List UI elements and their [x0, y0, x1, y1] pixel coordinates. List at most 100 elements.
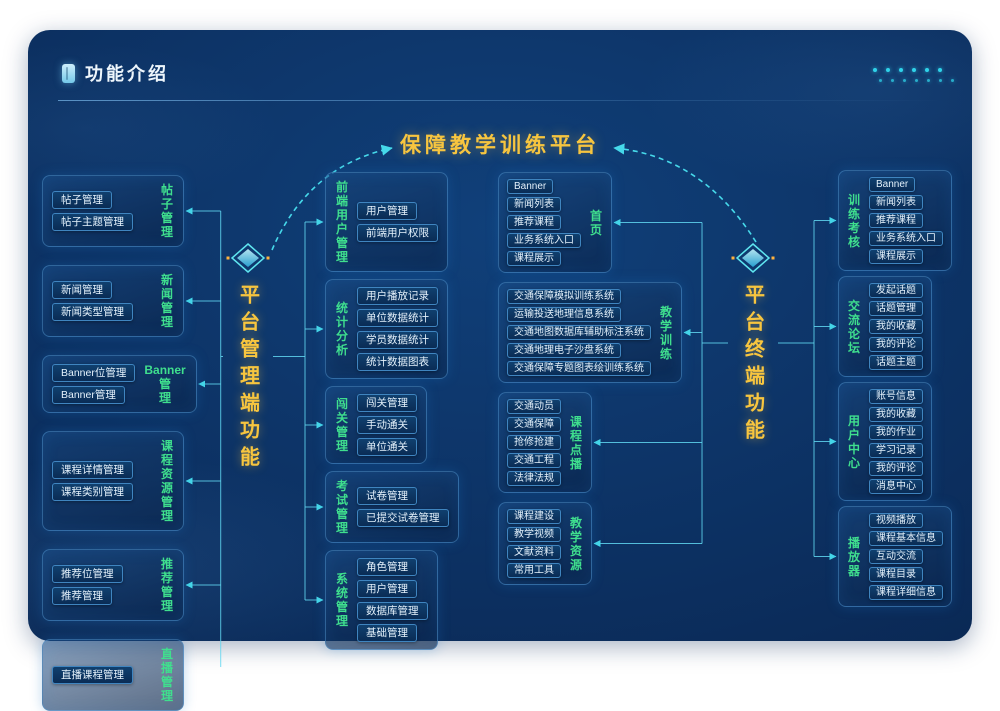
node-item: 帖子主题管理 [52, 213, 133, 231]
group-items: 课程建设教学视频文献资料常用工具 [507, 509, 561, 578]
node-item: 我的作业 [869, 425, 924, 440]
function-group-right_outer-2: 用户中心账号信息我的收藏我的作业学习记录我的评论消息中心 [838, 382, 933, 501]
node-item: 单位通关 [357, 438, 418, 456]
node-item: 新闻管理 [52, 281, 112, 299]
group-label: 直播管理 [160, 647, 173, 703]
group-label: 课程资源管理 [160, 439, 173, 523]
group-items: 交通保障模拟训练系统运输投送地理信息系统交通地图数据库辅助标注系统交通地理电子沙… [507, 289, 651, 376]
group-label: 交流论坛 [848, 298, 861, 355]
function-group-right_inner-1: 交通保障模拟训练系统运输投送地理信息系统交通地图数据库辅助标注系统交通地理电子沙… [498, 282, 683, 383]
group-label: 教学训练 [660, 304, 673, 361]
function-group-right_outer-1: 交流论坛发起话题话题管理我的收藏我的评论话题主题 [838, 276, 933, 377]
node-item: 交通保障模拟训练系统 [507, 289, 621, 304]
group-items: 帖子管理帖子主题管理 [52, 191, 133, 231]
group-items: 直播课程管理 [52, 666, 133, 684]
group-label: 闯关管理 [336, 397, 349, 453]
node-item: Banner管理 [52, 386, 125, 404]
node-item: 基础管理 [357, 624, 418, 642]
node-item: 我的收藏 [869, 407, 924, 422]
node-item: 用户播放记录 [357, 287, 439, 305]
node-item: 课程展示 [869, 249, 924, 264]
group-label: 统计分析 [336, 301, 349, 357]
node-item: 学习记录 [869, 443, 924, 458]
group-label: 首页 [590, 208, 603, 237]
function-group-left_outer-5: 直播课程管理 直播管理 [42, 639, 184, 711]
node-item: 交通保障 [507, 417, 561, 432]
decor-dots [873, 68, 954, 82]
header-divider [58, 100, 942, 101]
node-item: 业务系统入口 [507, 233, 581, 248]
hub-right-label: 平台终端功能 [741, 284, 764, 446]
node-item: 话题管理 [869, 301, 924, 316]
decor-dot [912, 68, 916, 72]
hub-left-platform-admin: 平台管理端功能 [225, 240, 271, 473]
node-item: 课程建设 [507, 509, 561, 524]
diamond-icon [731, 243, 775, 273]
group-label: 教学资源 [570, 515, 583, 572]
group-label: 推荐管理 [160, 557, 173, 613]
function-group-left_inner-4: 系统管理角色管理用户管理数据库管理基础管理 [325, 550, 438, 650]
diamond-icon [226, 243, 270, 273]
column-left-inner: 前端用户管理用户管理前端用户权限统计分析用户播放记录单位数据统计学员数据统计统计… [325, 172, 459, 650]
node-item: 视频播放 [869, 513, 924, 528]
node-item: 单位数据统计 [357, 309, 439, 327]
node-item: 交通地图数据库辅助标注系统 [507, 325, 651, 340]
node-item: 推荐位管理 [52, 565, 123, 583]
node-item: 课程展示 [507, 251, 561, 266]
node-item: 我的评论 [869, 461, 924, 476]
group-items: 课程详情管理课程类别管理 [52, 461, 133, 501]
decor-dot [925, 68, 929, 72]
group-items: 闯关管理手动通关单位通关 [357, 394, 418, 456]
diagram-canvas: 功能介绍 保障教学训练平台 平台管理端功能 平台终端功能 帖子管理帖子主题管理帖… [42, 60, 954, 711]
node-item: 交通保障专题图表绘训练系统 [507, 361, 651, 376]
function-group-right_inner-3: 课程建设教学视频文献资料常用工具教学资源 [498, 502, 593, 585]
decor-dot [891, 79, 894, 82]
page-title: 功能介绍 [85, 64, 169, 84]
node-item: 角色管理 [357, 558, 418, 576]
hub-left-label: 平台管理端功能 [236, 284, 259, 473]
group-items: 推荐位管理推荐管理 [52, 565, 123, 605]
function-group-left_inner-3: 考试管理试卷管理已提交试卷管理 [325, 471, 459, 543]
node-item: 文献资料 [507, 545, 561, 560]
node-item: 发起话题 [869, 283, 924, 298]
node-item: 交通工程 [507, 453, 561, 468]
function-group-left_outer-0: 帖子管理帖子主题管理帖子管理 [42, 175, 184, 247]
node-item: 课程基本信息 [869, 531, 944, 546]
function-group-right_outer-3: 播放器视频播放课程基本信息互动交流课程目录课程详细信息 [838, 506, 953, 607]
node-item: 我的收藏 [869, 319, 924, 334]
group-items: 账号信息我的收藏我的作业学习记录我的评论消息中心 [869, 389, 924, 494]
node-item: Banner [507, 179, 554, 194]
group-label: 前端用户管理 [336, 180, 349, 264]
node-item: 闯关管理 [357, 394, 418, 412]
group-items: Banner位管理 Banner管理 [52, 364, 136, 404]
node-item: Banner位管理 [52, 364, 136, 382]
function-group-left_outer-4: 推荐位管理推荐管理 推荐管理 [42, 549, 184, 621]
group-items: 视频播放课程基本信息互动交流课程目录课程详细信息 [869, 513, 944, 600]
diagram-title: 保障教学训练平台 [400, 134, 600, 157]
decor-dot [899, 68, 903, 72]
node-item: 交通动员 [507, 399, 561, 414]
function-group-left_inner-2: 闯关管理闯关管理手动通关单位通关 [325, 386, 428, 464]
node-item: 话题主题 [869, 355, 924, 370]
node-item: 交通地理电子沙盘系统 [507, 343, 621, 358]
node-item: 教学视频 [507, 527, 561, 542]
node-item: 帖子管理 [52, 191, 112, 209]
node-item: 账号信息 [869, 389, 924, 404]
function-group-left_outer-1: 新闻管理新闻类型管理新闻管理 [42, 265, 184, 337]
decor-dot [938, 68, 942, 72]
node-item: 抢修抢建 [507, 435, 561, 450]
node-item: 课程类别管理 [52, 483, 133, 501]
group-items: 发起话题话题管理我的收藏我的评论话题主题 [869, 283, 924, 370]
node-item: Banner [869, 177, 916, 192]
page-header: 功能介绍 [62, 60, 169, 86]
node-item: 课程详细信息 [869, 585, 944, 600]
node-item: 业务系统入口 [869, 231, 944, 246]
node-item: 用户管理 [357, 202, 418, 220]
